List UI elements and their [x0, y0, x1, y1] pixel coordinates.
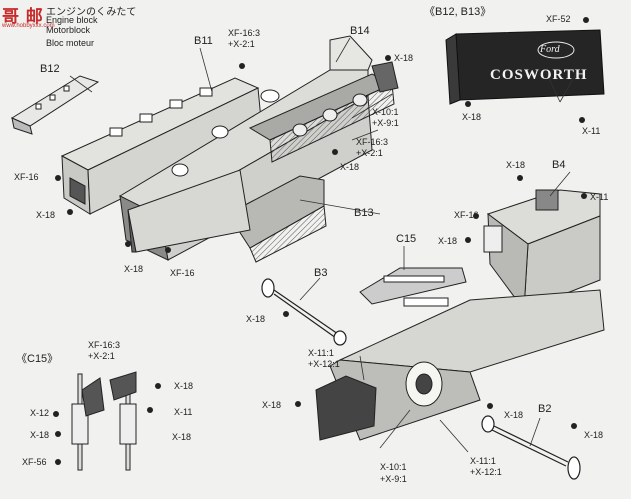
label-x18-b14: X-18 — [394, 53, 414, 63]
label-x18-b4b: X-18 — [438, 236, 458, 246]
label-x18-b2a: X-18 — [504, 410, 524, 420]
title-japanese: エンジンのくみたて — [46, 7, 137, 18]
label-x11-b4: X-11 — [590, 192, 609, 202]
label-x18-c15c: X-18 — [172, 432, 192, 442]
part-b4-engine — [483, 189, 601, 312]
label-xf16-b11: XF-16:3 — [228, 28, 261, 38]
fastener-pins — [53, 17, 589, 465]
section-b12-b13: 《B12, B13》 — [424, 6, 492, 18]
ford-logo-text: Ford — [540, 44, 560, 55]
label-x9-bot: +X-9:1 — [380, 474, 407, 484]
label-xf16-b14: XF-16:3 — [356, 137, 389, 147]
label-xf16-b4: XF-16 — [454, 210, 479, 220]
label-x18-b3: X-18 — [246, 314, 266, 324]
watermark-url: www.hobbyxxx.com — [2, 23, 55, 29]
label-x11-cover: X-11 — [582, 126, 601, 136]
part-chassis-gearbox — [315, 289, 605, 441]
label-x10-b14: X-10:1 — [372, 107, 399, 117]
part-b11-lower-block — [60, 77, 263, 215]
label-b13: B13 — [354, 207, 374, 219]
label-xf52: XF-52 — [546, 14, 571, 24]
label-xf16-c15: XF-16:3 — [88, 340, 121, 350]
part-b14-cylinder-bank — [248, 61, 399, 163]
label-x12-c15: X-12 — [30, 408, 50, 418]
label-x12-b3: +X-12:1 — [308, 359, 340, 369]
label-b3: B3 — [314, 267, 328, 279]
part-b3-shaft — [261, 278, 347, 346]
label-x18-cover: X-18 — [462, 112, 482, 122]
part-c15-dampers-center — [359, 267, 467, 307]
label-x18-b14b: X-18 — [340, 162, 360, 172]
label-xf16-left: XF-16 — [14, 172, 39, 182]
leader-lines — [69, 37, 579, 453]
label-x18-c15a: X-18 — [174, 381, 194, 391]
label-x2-c15: +X-2:1 — [88, 351, 115, 361]
part-cosworth-cover — [445, 29, 605, 105]
label-x18-b4: X-18 — [506, 160, 526, 170]
label-b11: B11 — [194, 35, 213, 47]
title-german: Motorblock — [46, 25, 91, 35]
part-b13-intake — [227, 175, 327, 263]
label-c15: C15 — [396, 233, 417, 245]
label-x11-bot: X-11:1 — [470, 456, 496, 466]
label-x18-b2b: X-18 — [584, 430, 604, 440]
label-b4: B4 — [552, 159, 566, 171]
title-english: Engine block — [46, 15, 98, 25]
label-x18-gear: X-18 — [262, 400, 282, 410]
label-xf56-c15: XF-56 — [22, 457, 47, 467]
label-x2-b14: +X-2:1 — [356, 148, 383, 158]
cosworth-text: COSWORTH — [490, 67, 588, 83]
part-block-section — [127, 169, 251, 253]
part-c15-dampers-left — [71, 371, 137, 471]
section-c15: 《C15》 — [16, 353, 59, 365]
label-x9-b14: +X-9:1 — [372, 118, 399, 128]
label-x18-left: X-18 — [36, 210, 56, 220]
label-x18-bottom: X-18 — [124, 264, 144, 274]
title-french: Bloc moteur — [46, 38, 95, 48]
label-x11-b3: X-11:1 — [308, 348, 334, 358]
label-x10-bot: X-10:1 — [380, 462, 407, 472]
label-x12-bot: +X-12:1 — [470, 467, 502, 477]
label-x18-c15b: X-18 — [30, 430, 50, 440]
watermark-logo: 哥 邮 www.hobbyxxx.com — [2, 2, 55, 34]
label-b14: B14 — [350, 25, 370, 37]
label-b12: B12 — [40, 63, 60, 75]
label-b2: B2 — [538, 403, 552, 415]
label-xf16-bottom: XF-16 — [170, 268, 195, 278]
watermark-text: 哥 邮 — [2, 7, 44, 26]
label-x11-c15: X-11 — [174, 407, 193, 417]
label-x2-b11: +X-2:1 — [228, 39, 255, 49]
part-b2-shaft — [481, 415, 581, 480]
part-b12-rail — [10, 75, 100, 135]
